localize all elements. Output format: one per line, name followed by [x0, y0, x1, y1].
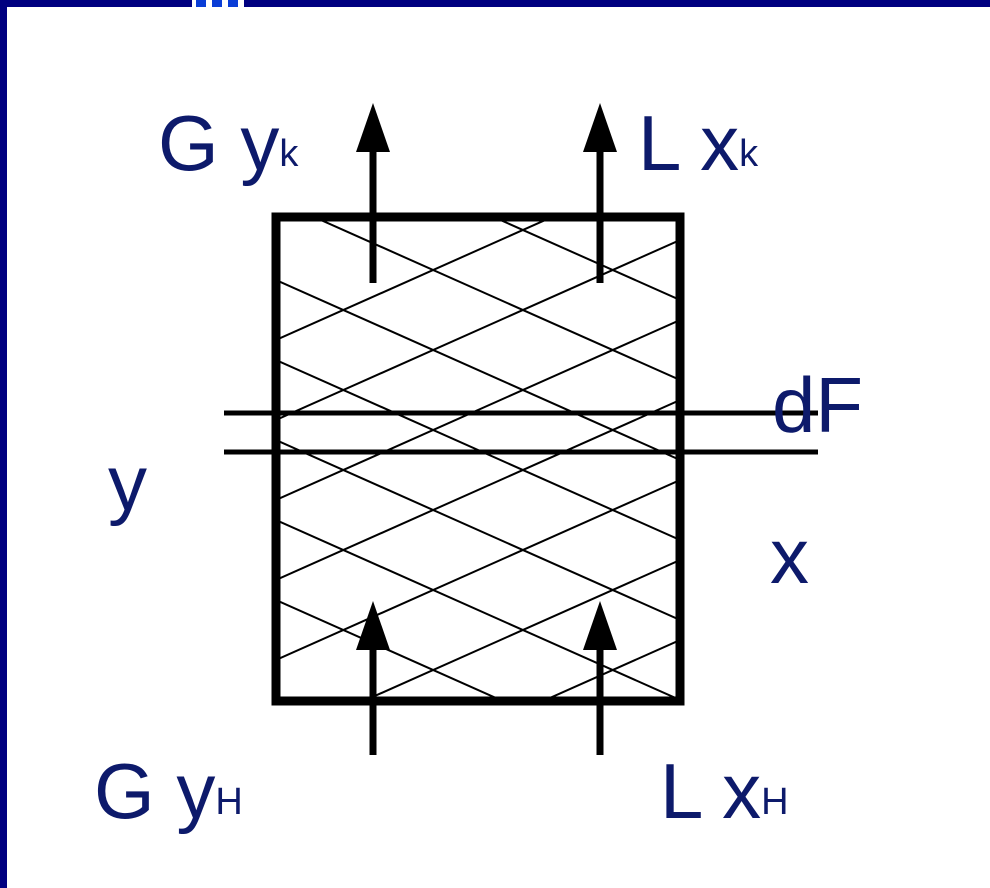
column-box — [271, 212, 685, 706]
liquid-in-arrow — [583, 601, 617, 755]
gas-out-arrow — [356, 103, 390, 283]
label-liquid-top: L xk — [638, 99, 759, 187]
packing-hatch — [276, 217, 680, 701]
up-arrow-icon — [356, 103, 390, 152]
slide-canvas — [7, 7, 990, 888]
label-gas-bottom: G yH — [94, 747, 243, 835]
up-arrow-icon — [583, 103, 617, 152]
label-gas-top: G yk — [158, 99, 299, 187]
up-arrow-icon — [583, 601, 617, 650]
gas-in-arrow — [356, 601, 390, 755]
up-arrow-icon — [356, 601, 390, 650]
label-liquid-bottom: L xH — [660, 747, 789, 835]
liquid-out-arrow — [583, 103, 617, 283]
label-dF: dF — [772, 361, 863, 449]
label-y: y — [108, 439, 147, 527]
title-fragment — [192, 0, 244, 8]
label-x: x — [770, 512, 809, 600]
